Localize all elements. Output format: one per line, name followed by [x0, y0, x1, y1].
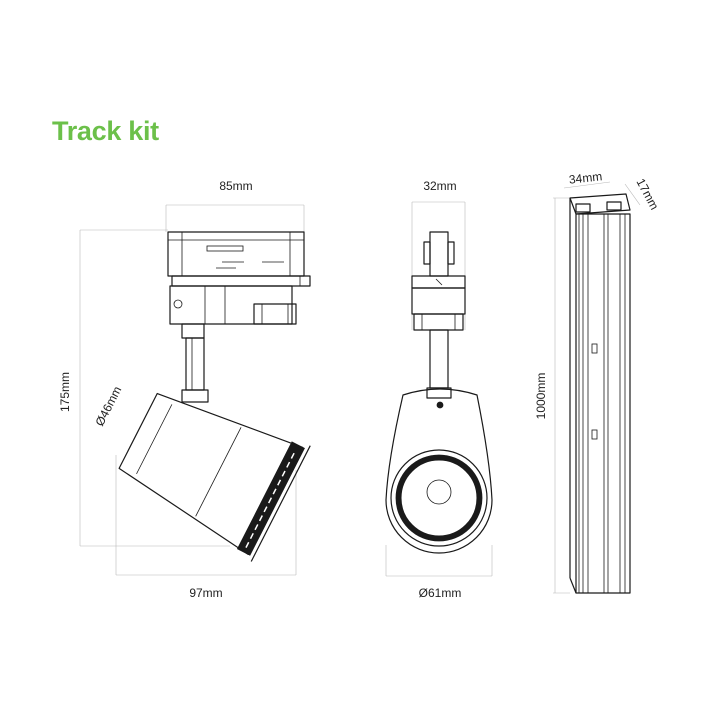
head-diameter-label: Ø46mm	[93, 384, 125, 428]
side-bottom-width-label: 97mm	[189, 586, 222, 600]
front-track-adapter	[411, 231, 466, 331]
rail-depth-label: 17mm	[634, 176, 662, 212]
front-diameter-label: Ø61mm	[419, 586, 462, 600]
front-light-head	[385, 388, 493, 554]
side-light-head	[118, 392, 311, 562]
front-stem	[426, 329, 452, 409]
side-view	[79, 204, 311, 576]
side-stem	[181, 323, 209, 403]
rail-length-label: 1000mm	[534, 373, 548, 420]
page-title: Track kit	[52, 116, 159, 146]
track-rail	[553, 181, 641, 594]
side-track-adapter	[167, 231, 311, 325]
side-height-label: 175mm	[58, 372, 72, 412]
side-width-label: 85mm	[219, 179, 252, 193]
front-width-label: 32mm	[423, 179, 456, 193]
front-view	[385, 201, 493, 577]
rail-width-label: 34mm	[568, 169, 603, 186]
rail-dimension-lines	[553, 181, 641, 594]
side-dimension-lines	[79, 204, 305, 576]
